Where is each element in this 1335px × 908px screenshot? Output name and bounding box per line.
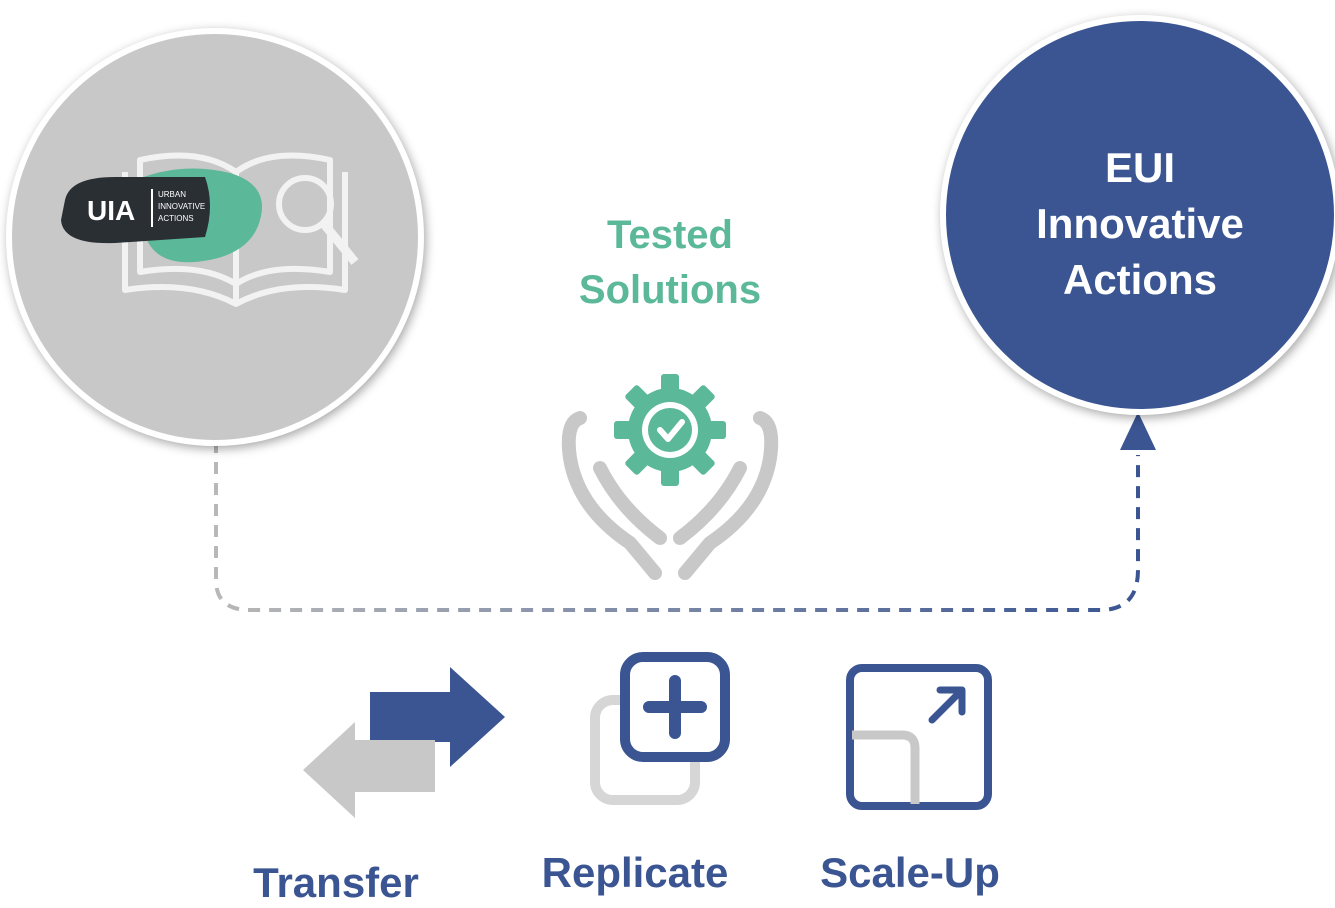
target-node-circle	[940, 15, 1335, 415]
arrowhead-icon	[1120, 412, 1156, 450]
replicate-plus-icon	[590, 652, 730, 805]
target-title-line-3: Actions	[1062, 256, 1217, 303]
transfer-label: Transfer	[253, 859, 419, 906]
logo-text: UIA	[87, 195, 135, 226]
uia-logo: UIA URBAN INNOVATIVE ACTIONS	[61, 168, 262, 263]
book-magnifier-icon	[122, 152, 359, 307]
logo-subtext-3: ACTIONS	[158, 214, 194, 223]
replicate-label: Replicate	[541, 849, 729, 896]
target-title-line-1: EUI	[1104, 144, 1175, 191]
logo-subtext-1: URBAN	[158, 190, 186, 199]
transfer-arrows-icon	[303, 667, 505, 818]
middle-title-line-2: Solutions	[578, 268, 762, 312]
target-node-title: EUI Innovative Actions	[940, 140, 1335, 308]
target-title-line-2: Innovative	[1036, 200, 1244, 247]
middle-title-line-1: Tested	[607, 213, 733, 257]
logo-subtext-2: INNOVATIVE	[158, 202, 205, 211]
hands-gear-icon	[561, 374, 779, 580]
middle-title: Tested Solutions	[560, 208, 780, 318]
scale-up-icon	[846, 664, 992, 810]
scale-up-label: Scale-Up	[820, 849, 1000, 896]
